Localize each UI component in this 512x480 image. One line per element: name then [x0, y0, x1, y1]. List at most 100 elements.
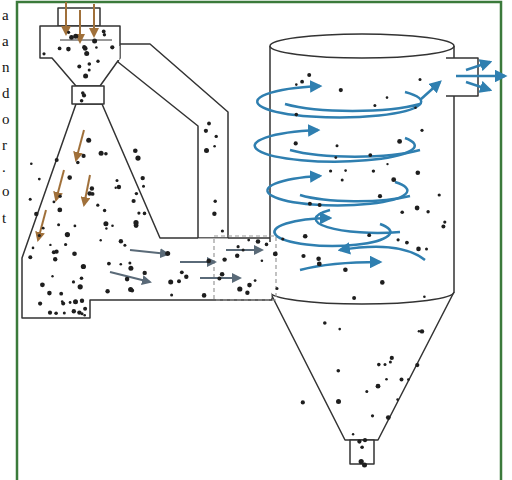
particle [303, 234, 308, 239]
particle [116, 179, 119, 182]
particle [416, 247, 421, 252]
particle [222, 257, 226, 261]
particle [301, 400, 305, 404]
particle [30, 163, 33, 166]
particle [405, 241, 409, 245]
particle [221, 229, 224, 232]
particle [84, 51, 89, 56]
particle [115, 187, 117, 189]
particle [66, 47, 71, 52]
particle [48, 311, 52, 315]
particle [83, 307, 87, 311]
particle [386, 96, 389, 99]
particle [96, 204, 99, 207]
particle [57, 208, 62, 213]
particle [215, 135, 218, 138]
particle [142, 185, 145, 188]
particle [119, 239, 123, 243]
particle [128, 266, 133, 271]
cone-rim [270, 292, 454, 304]
particle [204, 148, 209, 153]
particle [329, 169, 332, 172]
particle [237, 245, 240, 248]
particle [397, 238, 400, 241]
particle [143, 212, 147, 216]
particle [168, 280, 173, 285]
particle [323, 321, 327, 325]
particle [265, 243, 269, 247]
frame [17, 2, 501, 480]
particle [443, 221, 446, 224]
particle [99, 151, 104, 156]
particle [177, 279, 181, 283]
particle [40, 282, 45, 287]
particle [357, 440, 361, 444]
particle [235, 254, 239, 258]
particle [367, 233, 371, 237]
particle [373, 104, 376, 107]
particle [51, 275, 53, 277]
particle [72, 280, 75, 283]
particle [59, 292, 63, 296]
particle [135, 192, 138, 195]
particle [96, 60, 99, 63]
particle [65, 232, 70, 237]
particle [38, 178, 41, 181]
particle [400, 211, 404, 215]
particle [418, 330, 420, 332]
particle [170, 293, 173, 296]
particle [57, 223, 60, 226]
particle [80, 277, 84, 281]
particle [61, 302, 65, 306]
particle [32, 247, 35, 250]
particle [123, 244, 126, 247]
particle [69, 301, 72, 304]
particle [103, 221, 108, 226]
particle [69, 35, 74, 40]
particle [256, 239, 261, 244]
particle [80, 299, 84, 303]
particle [419, 78, 422, 81]
particle [117, 185, 121, 189]
particle [273, 252, 278, 257]
particle [397, 139, 402, 144]
dust-outlet [350, 440, 374, 464]
particle [104, 152, 108, 156]
particle [67, 175, 72, 180]
particle [74, 225, 77, 228]
particle [95, 46, 98, 49]
particle [64, 243, 67, 246]
particle [336, 399, 341, 404]
particle [396, 398, 399, 401]
particle [92, 39, 97, 44]
particle [72, 252, 77, 257]
settling-chamber [22, 104, 272, 318]
particle [130, 289, 134, 293]
particle [73, 34, 78, 39]
particle [52, 250, 56, 254]
dust-particles [28, 30, 446, 468]
particle [128, 287, 133, 292]
particle [389, 361, 392, 364]
particle [73, 299, 78, 304]
flow-arrows [110, 250, 262, 282]
particle [83, 73, 88, 78]
particle [371, 414, 374, 417]
particle [247, 283, 252, 288]
text-fragment: o [2, 184, 10, 199]
particle [105, 289, 109, 293]
particle [386, 163, 388, 165]
particle [247, 239, 250, 242]
particle [307, 73, 311, 77]
particle [204, 129, 208, 133]
particle [295, 83, 298, 86]
particle [83, 46, 88, 51]
particle [132, 199, 136, 203]
particle [376, 384, 381, 389]
particle [352, 296, 356, 300]
particle [425, 248, 428, 251]
particle [242, 249, 245, 252]
particle [78, 284, 83, 289]
particle [88, 69, 91, 72]
particle [365, 390, 368, 393]
